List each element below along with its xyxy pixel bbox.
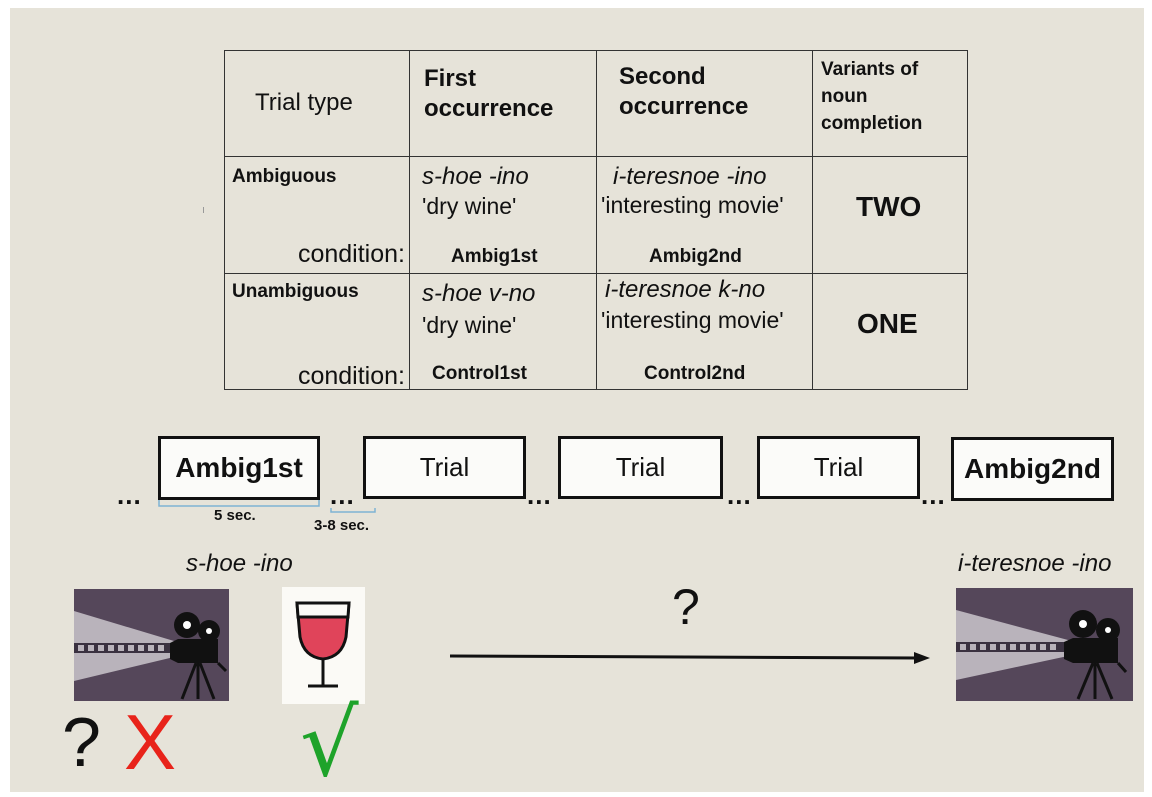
timeline-box-ambig1st: Ambig1st bbox=[158, 436, 320, 500]
variants-count: TWO bbox=[856, 191, 922, 222]
header-first-occurrence: First occurrence bbox=[409, 50, 597, 157]
second-gloss: 'interesting movie' bbox=[601, 307, 784, 333]
first-phrase: s-hoe -ino bbox=[422, 163, 529, 190]
timeline-box-ambig2nd: Ambig2nd bbox=[951, 437, 1114, 501]
second-phrase: i-teresnoe k-no bbox=[605, 276, 766, 303]
second-phrase: i-teresnoe -ino bbox=[613, 163, 767, 190]
second-occurrence-cell: i-teresnoe k-no 'interesting movie' Cont… bbox=[596, 273, 813, 390]
condition-label: condition: bbox=[297, 240, 405, 268]
header-variants-line3: completion bbox=[821, 113, 923, 134]
trial-types-table: Trial type First occurrence Second occur… bbox=[224, 50, 968, 390]
left-phrase-label: s-hoe -ino bbox=[186, 550, 293, 577]
first-occurrence-cell: s-hoe v-no 'dry wine' Control1st bbox=[409, 273, 597, 390]
wrong-mark-icon: X bbox=[124, 698, 177, 786]
uncertain-mark: ? bbox=[62, 703, 101, 781]
header-first-line2: occurrence bbox=[424, 95, 554, 122]
row-label-cell: Ambiguous condition: bbox=[224, 156, 410, 274]
header-variants: Variants of noun completion bbox=[812, 50, 968, 157]
first-gloss: 'dry wine' bbox=[422, 193, 517, 219]
arrow bbox=[449, 652, 930, 664]
timeline-ellipsis: ... bbox=[921, 480, 946, 510]
second-code: Ambig2nd bbox=[649, 246, 742, 267]
film-projector-icon bbox=[74, 589, 229, 701]
first-occurrence-cell: s-hoe -ino 'dry wine' Ambig1st bbox=[409, 156, 597, 274]
variants-count: ONE bbox=[857, 308, 918, 339]
condition-label: condition: bbox=[297, 362, 405, 390]
header-first-line1: First bbox=[424, 65, 477, 92]
header-trial-type: Trial type bbox=[224, 50, 410, 157]
second-code: Control2nd bbox=[644, 363, 746, 384]
first-phrase: s-hoe v-no bbox=[422, 280, 536, 307]
timeline-box-trial: Trial bbox=[757, 436, 920, 499]
duration-braces bbox=[158, 500, 376, 513]
table-row-ambiguous: Ambiguous condition: s-hoe -ino 'dry win… bbox=[224, 156, 968, 274]
check-mark-icon: √ bbox=[300, 690, 359, 797]
header-trial-type-label: Trial type bbox=[255, 89, 353, 116]
header-variants-line1: Variants of bbox=[821, 59, 919, 80]
right-phrase-label: i-teresnoe -ino bbox=[958, 550, 1112, 577]
variants-cell: ONE bbox=[812, 273, 968, 390]
duration-gap-label: 3-8 sec. bbox=[314, 517, 370, 534]
stray-mark bbox=[203, 207, 204, 213]
film-projector-icon bbox=[956, 588, 1133, 701]
timeline-box-trial: Trial bbox=[363, 436, 526, 499]
table-header-row: Trial type First occurrence Second occur… bbox=[224, 50, 968, 157]
row-label: Unambiguous bbox=[232, 281, 359, 302]
row-label-cell: Unambiguous condition: bbox=[224, 273, 410, 390]
second-occurrence-cell: i-teresnoe -ino 'interesting movie' Ambi… bbox=[596, 156, 813, 274]
first-gloss: 'dry wine' bbox=[422, 312, 517, 338]
timeline-ellipsis: ... bbox=[727, 480, 752, 510]
timeline-ellipsis: ... bbox=[117, 480, 142, 510]
row-label: Ambiguous bbox=[232, 166, 337, 187]
second-gloss: 'interesting movie' bbox=[601, 192, 784, 218]
variants-cell: TWO bbox=[812, 156, 968, 274]
table-row-unambiguous: Unambiguous condition: s-hoe v-no 'dry w… bbox=[224, 273, 968, 390]
header-second-line2: occurrence bbox=[619, 93, 749, 120]
first-code: Ambig1st bbox=[451, 246, 538, 267]
first-code: Control1st bbox=[432, 363, 527, 384]
question-mark: ? bbox=[672, 579, 700, 635]
duration-box-label: 5 sec. bbox=[214, 507, 256, 524]
timeline-box-trial: Trial bbox=[558, 436, 723, 499]
header-variants-line2: noun bbox=[821, 86, 868, 107]
header-second-occurrence: Second occurrence bbox=[596, 50, 813, 157]
timeline-ellipsis: ... bbox=[330, 480, 355, 510]
wine-glass-icon bbox=[282, 587, 365, 704]
timeline-ellipsis: ... bbox=[527, 480, 552, 510]
header-second-line1: Second bbox=[619, 63, 706, 90]
